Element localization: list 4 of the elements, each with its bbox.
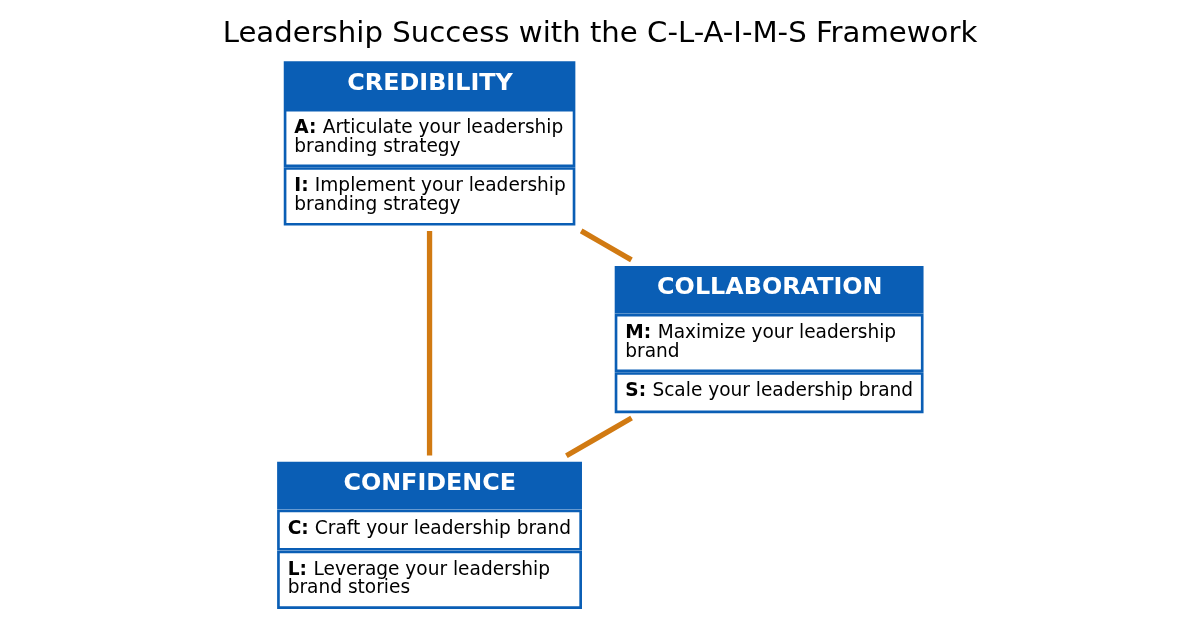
connector — [565, 415, 633, 458]
diagram-title: Leadership Success with the C-L-A-I-M-S Framework — [222, 15, 978, 50]
connector — [426, 230, 433, 456]
connector — [579, 228, 633, 263]
